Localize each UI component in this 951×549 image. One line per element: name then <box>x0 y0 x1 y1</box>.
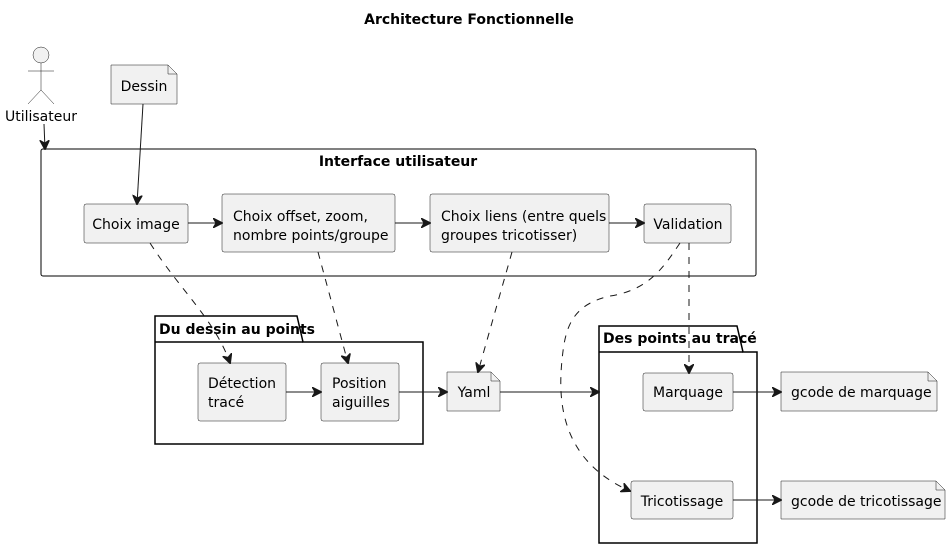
interface-title: Interface utilisateur <box>319 154 477 170</box>
package-dessin-title: Du dessin au points <box>159 322 315 338</box>
box-marquage-label: Marquage <box>653 385 723 401</box>
box-choix-offset-line2: nombre points/groupe <box>233 228 388 244</box>
box-detection-line2: tracé <box>208 395 244 411</box>
box-position-line1: Position <box>332 376 387 392</box>
box-marquage: Marquage <box>642 372 734 412</box>
box-tricotissage-label: Tricotissage <box>640 494 723 510</box>
note-dessin: Dessin <box>110 64 178 105</box>
diagram-title: Architecture Fonctionnelle <box>364 12 574 28</box>
box-choix-offset-line1: Choix offset, zoom, <box>233 209 368 225</box>
note-gcode-marquage: gcode de marquage <box>780 371 938 412</box>
box-position: Position aiguilles <box>320 362 400 422</box>
box-choix-liens: Choix liens (entre quels groupes tricoti… <box>429 193 610 253</box>
box-detection-line1: Détection <box>208 376 276 392</box>
actor-utilisateur: Utilisateur <box>5 46 77 125</box>
note-yaml-label: Yaml <box>457 385 491 401</box>
package-dessin: Du dessin au points <box>154 315 424 445</box>
box-validation: Validation <box>643 203 732 244</box>
note-gcode-tricotissage: gcode de tricotissage <box>780 480 946 520</box>
actor-label: Utilisateur <box>5 109 77 125</box>
package-trace-title: Des points au tracé <box>603 331 757 347</box>
box-choix-offset: Choix offset, zoom, nombre points/groupe <box>221 193 396 253</box>
edge-offset-to-position <box>317 251 348 363</box>
edge-liens-to-yaml <box>478 251 513 372</box>
box-choix-liens-line2: groupes tricotisser) <box>441 228 577 244</box>
box-position-line2: aiguilles <box>332 395 390 411</box>
edge-validation-to-tricotissage <box>560 242 681 491</box>
edge-choix-image-to-detection <box>149 242 230 363</box>
box-detection: Détection tracé <box>197 362 287 422</box>
note-gcode-marquage-label: gcode de marquage <box>791 385 932 401</box>
note-gcode-tricotissage-label: gcode de tricotissage <box>791 494 942 510</box>
actor-icon <box>27 46 55 105</box>
box-choix-image: Choix image <box>83 203 189 244</box>
box-choix-image-label: Choix image <box>92 217 179 233</box>
edge-dessin-to-choix-image <box>137 103 144 204</box>
box-choix-liens-line1: Choix liens (entre quels <box>441 209 606 225</box>
package-trace: Des points au tracé <box>598 325 758 544</box>
edge-actor-to-interface <box>44 123 45 149</box>
note-dessin-label: Dessin <box>121 79 168 95</box>
box-validation-label: Validation <box>653 217 722 233</box>
box-tricotissage: Tricotissage <box>630 480 734 520</box>
note-yaml: Yaml <box>446 371 501 412</box>
interface-frame: Interface utilisateur <box>40 148 757 277</box>
